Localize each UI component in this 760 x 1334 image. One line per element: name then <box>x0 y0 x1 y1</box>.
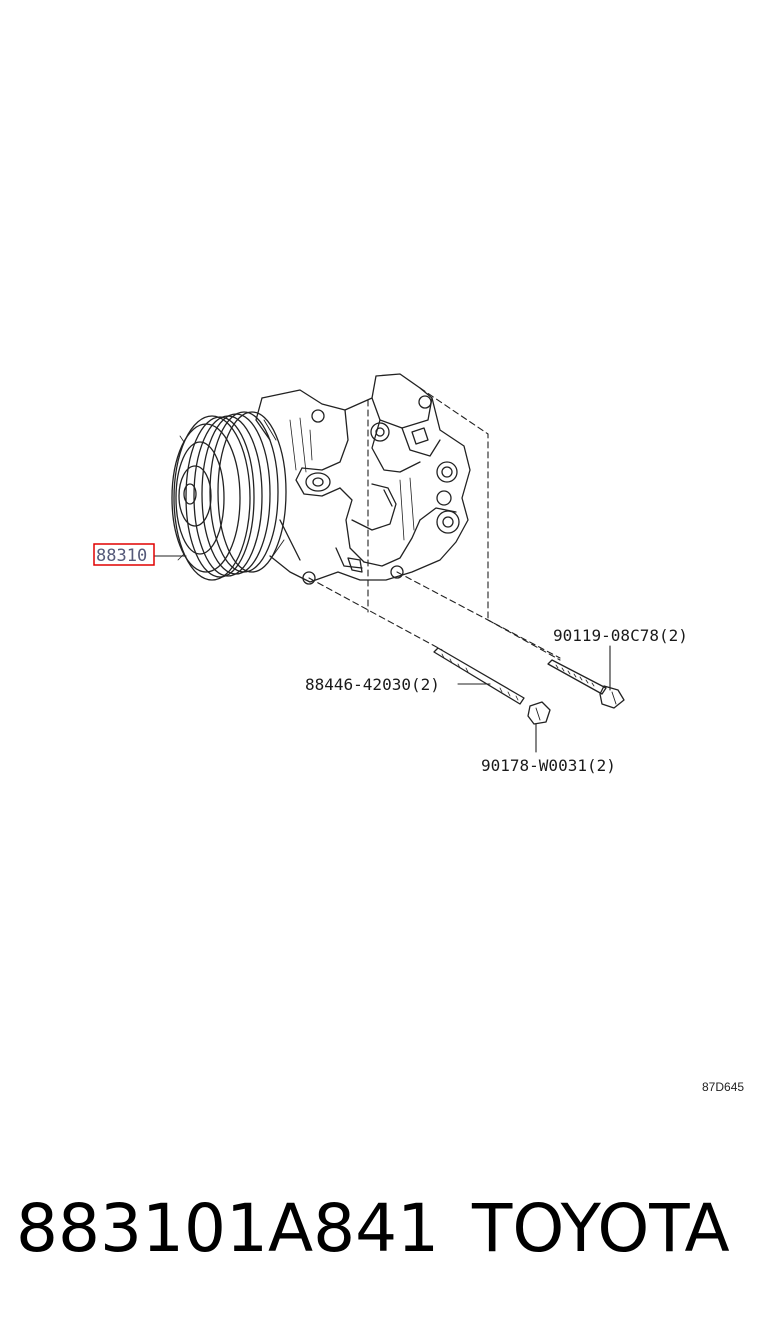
callout-bolt[interactable]: 90119-08C78(2) <box>553 626 688 645</box>
stud-drawing <box>433 647 525 705</box>
mounting-guide-lines <box>308 387 561 661</box>
brand-name: TOYOTA <box>472 1190 730 1267</box>
nut-drawing <box>527 701 551 725</box>
callout-compressor[interactable]: 88310 <box>96 546 147 566</box>
pulley-drawing <box>171 411 287 581</box>
parts-diagram: 88310 90119-08C78(2) 88446-42030(2) 9017… <box>93 373 744 1094</box>
leader-lines <box>153 555 611 753</box>
callout-highlight-box <box>93 543 155 566</box>
part-caption: 883101A841 TOYOTA <box>0 1190 760 1280</box>
part-number: 883101A841 <box>16 1190 440 1267</box>
diagram-code: 87D645 <box>702 1080 744 1094</box>
callout-stud[interactable]: 88446-42030(2) <box>305 675 440 694</box>
compressor-drawing <box>255 373 471 585</box>
callout-nut[interactable]: 90178-W0031(2) <box>481 756 616 775</box>
bolt-drawing <box>547 659 625 709</box>
